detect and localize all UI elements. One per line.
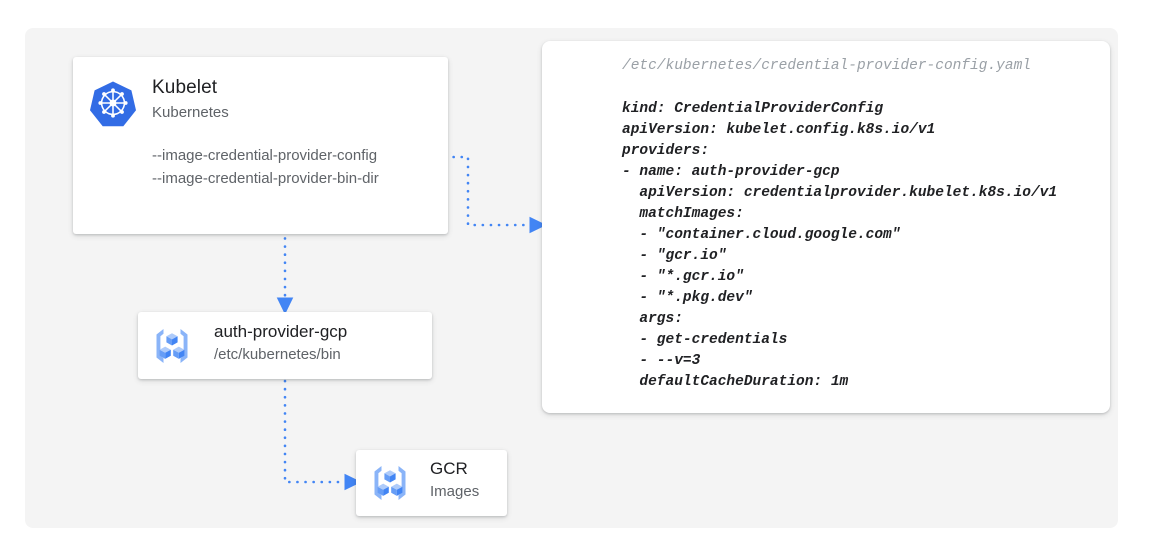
config-yaml-code: kind: CredentialProviderConfig apiVersio…: [622, 101, 1058, 390]
kubelet-flag-bin-dir: --image-credential-provider-bin-dir: [152, 170, 379, 187]
kubelet-flag-config: --image-credential-provider-config: [152, 147, 378, 164]
gcr-card[interactable]: GCR Images: [356, 450, 507, 516]
kubelet-subtitle: Kubernetes: [152, 104, 229, 121]
config-file-path: /etc/kubernetes/credential-provider-conf…: [622, 58, 1031, 74]
auth-provider-subtitle: /etc/kubernetes/bin: [214, 346, 341, 363]
container-registry-icon: [368, 461, 412, 505]
auth-provider-title: auth-provider-gcp: [214, 322, 348, 341]
gcr-title: GCR: [430, 459, 468, 478]
kubernetes-logo-icon: [89, 79, 137, 127]
kubelet-card[interactable]: Kubelet Kubernetes --image-credential-pr…: [73, 57, 448, 234]
credential-provider-config-panel[interactable]: /etc/kubernetes/credential-provider-conf…: [542, 41, 1110, 413]
gcr-subtitle: Images: [430, 483, 480, 500]
auth-provider-gcp-card[interactable]: auth-provider-gcp /etc/kubernetes/bin: [138, 312, 432, 379]
kubelet-title: Kubelet: [152, 77, 218, 98]
container-registry-icon: [150, 324, 194, 368]
